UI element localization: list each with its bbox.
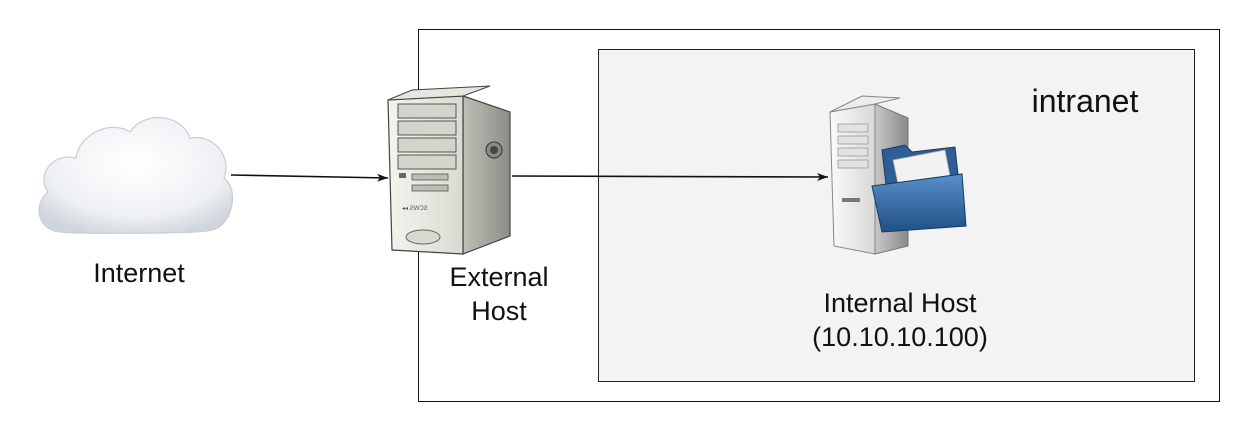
intranet-zone [598, 49, 1195, 382]
internal-host-label: Internal Host (10.10.10.100) [780, 286, 1020, 354]
external-host-label: External Host [424, 260, 574, 328]
internal-host-ip: (10.10.10.100) [812, 322, 988, 352]
file-server-icon [829, 95, 967, 255]
svg-text:◂◂ ƧWƆƧ: ◂◂ ƧWƆƧ [402, 206, 428, 212]
internal-host-label-line1: Internal Host [823, 288, 977, 318]
edge-external-to-internal [511, 172, 829, 181]
edge-internet-to-external [230, 173, 389, 182]
cloud-icon [38, 117, 234, 234]
external-host-label-line2: Host [471, 296, 527, 326]
external-host-label-line1: External [449, 262, 549, 292]
server-tower-icon: ◂◂ ƧWƆƧ [387, 85, 511, 255]
intranet-zone-label: intranet [1031, 83, 1139, 119]
internet-label: Internet [93, 258, 185, 288]
